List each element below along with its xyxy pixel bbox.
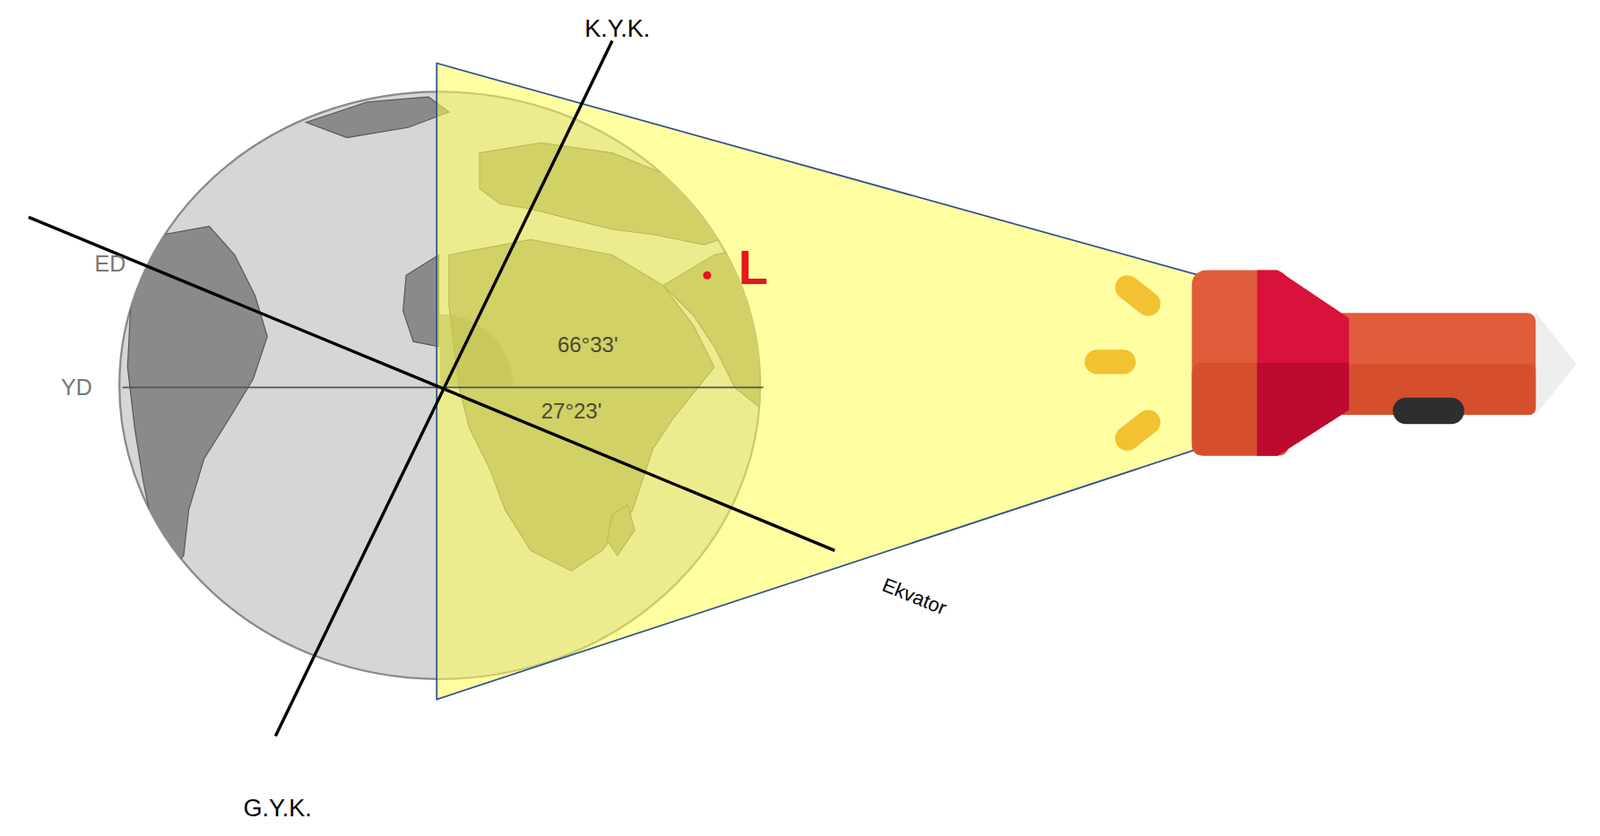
light-beam xyxy=(436,63,1199,701)
ecliptic-label: ED xyxy=(95,251,127,275)
equator-label: Ekvator xyxy=(879,574,949,618)
axis-label: G.Y.K. xyxy=(243,796,312,822)
point-label: L xyxy=(738,242,769,292)
angle-label: 27°23' xyxy=(541,400,603,423)
equator-label: YD xyxy=(60,376,93,399)
flashlight xyxy=(1192,270,1577,457)
axis-label: K.Y.K. xyxy=(584,16,650,41)
angle-label: 66°33' xyxy=(557,334,619,356)
ecliptic-line xyxy=(28,216,835,551)
point-marker xyxy=(702,271,711,280)
light-rays xyxy=(1084,270,1166,457)
